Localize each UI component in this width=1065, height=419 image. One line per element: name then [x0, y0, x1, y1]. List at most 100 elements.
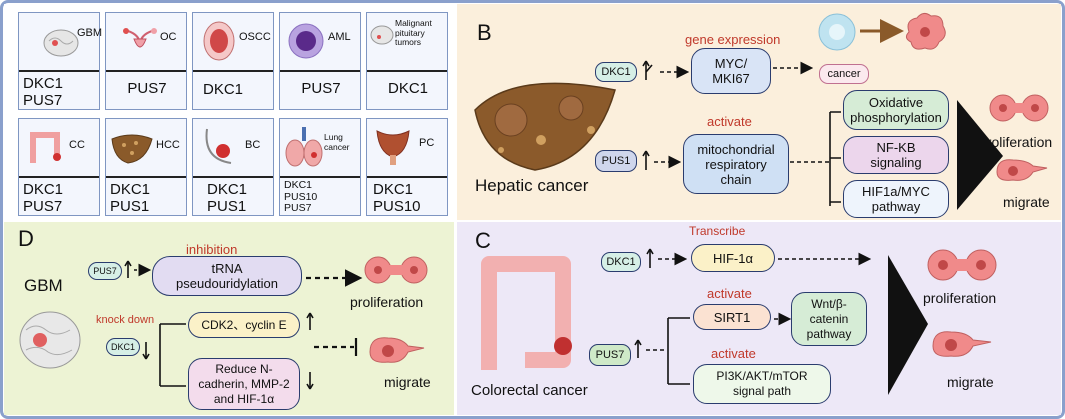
proliferation-label: proliferation	[979, 134, 1053, 150]
cancer-cell-aml: AML PUS7	[279, 12, 361, 110]
gene-expression-label: gene expression	[685, 32, 781, 47]
nfkb-box: NF-KB signaling	[843, 136, 949, 174]
mito-chain-box: mitochondrial respiratory chain	[683, 134, 789, 194]
wnt-box: Wnt/β- catenin pathway	[791, 292, 867, 346]
panel-d-letter: D	[18, 226, 34, 251]
panel-b-title: Hepatic cancer	[475, 176, 589, 195]
panel-a: A GBM DKC1 PUS7 OC PUS7 OSCC DKC1 AML PU…	[4, 4, 452, 226]
cell-label: AML	[328, 31, 351, 43]
gene-list: DKC1 PUS10	[373, 181, 421, 215]
gene-list: DKC1	[203, 81, 244, 98]
cell-divider	[367, 176, 447, 178]
panel-c-letter: C	[475, 228, 491, 253]
cancer-cell-hcc: HCC DKC1 PUS1	[105, 118, 187, 216]
migrating-cell-icon	[996, 159, 1048, 181]
cell-divider	[193, 70, 273, 72]
migrating-cell-icon	[932, 331, 992, 357]
cell-label: GBM	[77, 27, 103, 39]
panel-c: C Colorectal cancer Transcribe DKC1 HIF-…	[457, 222, 1061, 415]
brain-icon	[370, 25, 394, 45]
cdk2-box: CDK2、cyclin E	[188, 312, 300, 338]
cancer-cell-icon	[905, 12, 946, 50]
dkc1-pill: DKC1	[106, 338, 140, 356]
sirt1-box: SIRT1	[693, 304, 771, 330]
proliferation-label: proliferation	[350, 294, 424, 310]
panel-b: B Hepatic cancer DKC1 gene expression MY…	[457, 4, 1061, 220]
cancer-cell-gbm: GBM DKC1 PUS7	[18, 12, 103, 110]
cell-label: OC	[160, 31, 177, 43]
cell-divider	[106, 176, 186, 178]
cancer-cell-cc: CC DKC1 PUS7	[18, 118, 100, 216]
cell-divider	[106, 70, 186, 72]
panel-d: D GBM PUS7 inhibition tRNA pseudouridyla…	[4, 222, 454, 415]
normal-cell-icon	[818, 13, 856, 51]
colon-icon	[481, 256, 572, 370]
cell-label: Lung cancer	[324, 132, 350, 152]
lungs-icon	[285, 127, 323, 167]
migrate-label: migrate	[1003, 194, 1050, 210]
inhibition-label: inhibition	[186, 242, 238, 257]
colon-icon	[30, 132, 61, 163]
cell-label: HCC	[156, 139, 180, 151]
breast-icon	[205, 128, 232, 164]
cell-label: OSCC	[239, 31, 271, 43]
reduce-box: Reduce N- cadherin, MMP-2 and HIF-1α	[188, 358, 300, 410]
cell-divider	[367, 70, 447, 72]
prostate-icon	[376, 130, 410, 165]
liver-icon	[474, 82, 616, 171]
gene-list: PUS7	[301, 80, 341, 97]
knockdown-label: knock down	[96, 314, 155, 326]
cancer-cell-oc: OC PUS7	[105, 12, 187, 110]
gene-list: DKC1 PUS10 PUS7	[284, 179, 318, 214]
dividing-cell-icon	[989, 94, 1049, 122]
cell-label: PC	[419, 137, 435, 149]
mouth-icon	[203, 21, 235, 61]
activate-label-2: activate	[711, 346, 756, 361]
activate-label: activate	[707, 114, 752, 129]
oxidative-box: Oxidative phosphorylation	[843, 90, 949, 130]
cell-divider	[19, 176, 99, 178]
migrating-cell-icon	[369, 337, 425, 363]
cell-divider	[19, 70, 99, 72]
dividing-cell-icon	[364, 256, 428, 284]
liver-icon	[111, 134, 153, 164]
gene-list: PUS7	[127, 80, 167, 97]
hif1a-box: HIF-1α	[691, 244, 775, 272]
blood-cell-icon	[288, 23, 324, 59]
pus1-pill: PUS1	[595, 150, 637, 172]
uterus-icon	[123, 28, 157, 48]
pus7-pill: PUS7	[88, 262, 122, 280]
dividing-cell-icon	[927, 249, 997, 281]
cell-label: Malignant pituitary tumors	[395, 18, 432, 47]
transcribe-label: Transcribe	[689, 224, 746, 238]
cancer-cell-oscc: OSCC DKC1	[192, 12, 274, 110]
cancer-cell-pc: PC DKC1 PUS10	[366, 118, 448, 216]
panel-d-title: GBM	[24, 276, 63, 295]
dkc1-pill: DKC1	[601, 252, 641, 272]
gene-list: DKC1 PUS1	[110, 181, 151, 215]
cell-label: BC	[245, 139, 261, 151]
hif-myc-box: HIF1a/MYC pathway	[843, 180, 949, 218]
migrate-label: migrate	[947, 374, 994, 390]
myc-mki67-box: MYC/ MKI67	[691, 48, 771, 94]
cancer-cell-pituitary: Malignant pituitary tumors DKC1	[366, 12, 448, 110]
gene-list: DKC1 PUS1	[207, 181, 248, 215]
cancer-cell-lung: Lung cancer DKC1 PUS10 PUS7	[279, 118, 361, 216]
migrate-label: migrate	[384, 374, 431, 390]
panel-c-title: Colorectal cancer	[471, 382, 588, 399]
cell-divider	[280, 176, 360, 178]
dkc1-pill: DKC1	[595, 62, 637, 82]
brain-icon	[43, 29, 79, 57]
pi3k-box: PI3K/AKT/mTOR signal path	[693, 364, 831, 404]
gene-list: DKC1 PUS7	[23, 75, 64, 109]
panel-b-letter: B	[477, 20, 492, 45]
cancer-cell-bc: BC DKC1 PUS1	[192, 118, 274, 216]
cell-divider	[280, 70, 360, 72]
cancer-pill: cancer	[819, 64, 869, 84]
trna-box: tRNA pseudouridylation	[152, 256, 302, 296]
cell-divider	[193, 176, 273, 178]
gene-list: DKC1	[387, 80, 428, 97]
pus7-pill: PUS7	[589, 344, 631, 366]
brain-icon	[19, 311, 81, 369]
